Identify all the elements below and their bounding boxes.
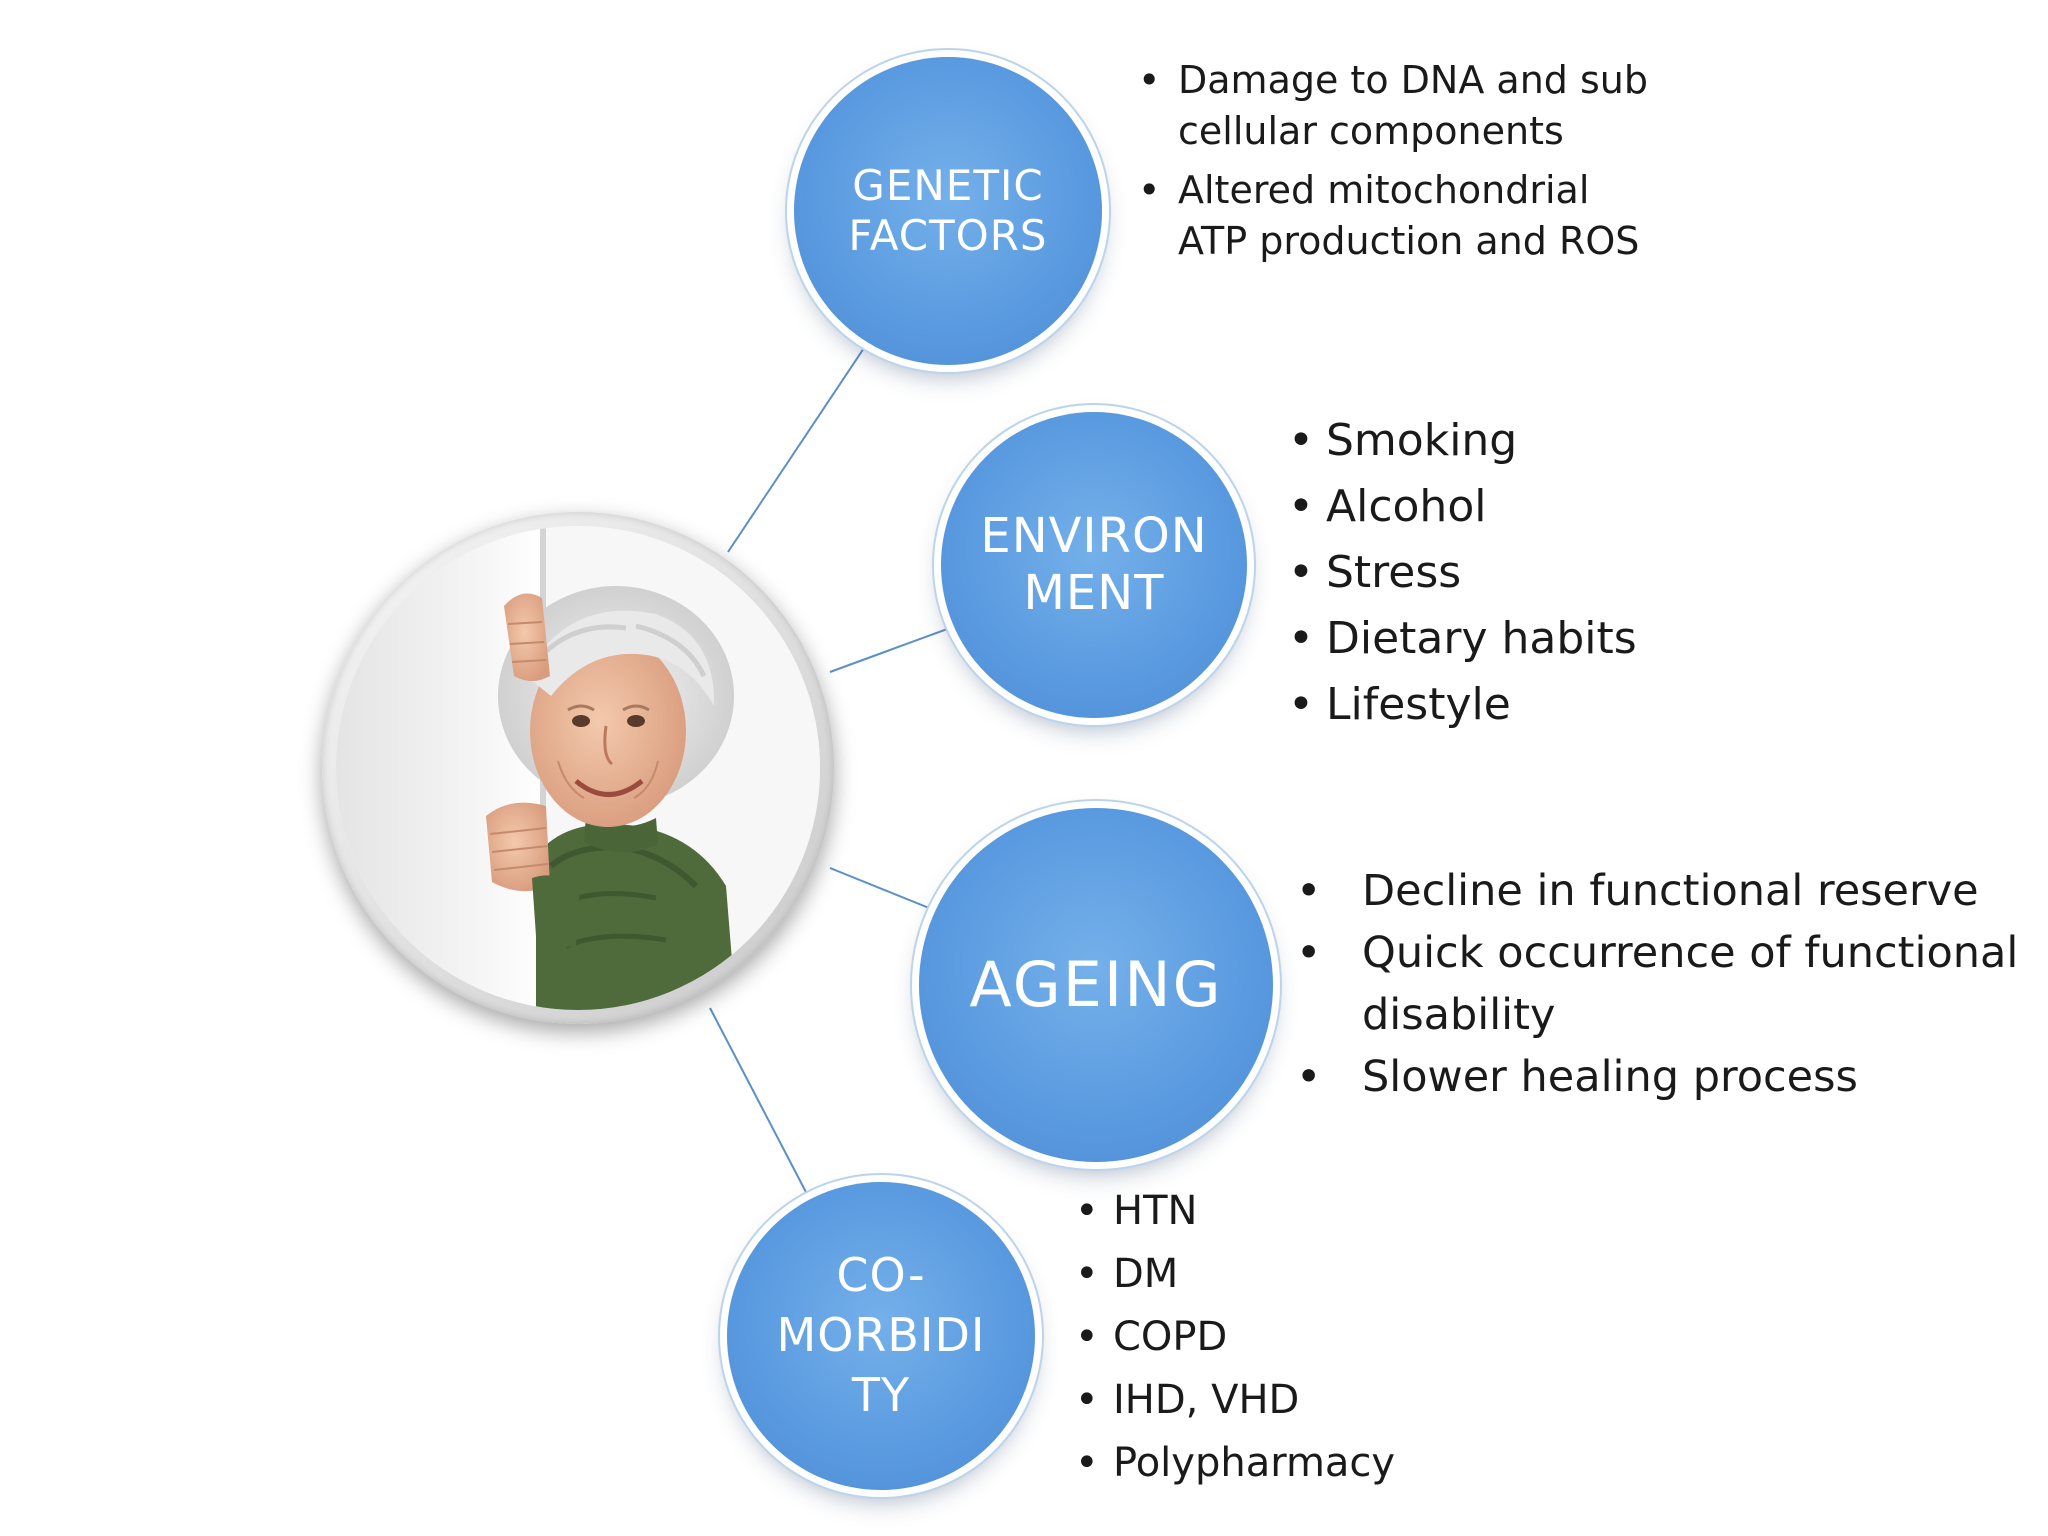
- list-item: •Dietary habits: [1288, 606, 1688, 672]
- list-item-text: IHD, VHD: [1113, 1377, 1300, 1423]
- node-label-line: ENVIRON: [980, 508, 1208, 565]
- comorbidity-bullet-list: • HTN • DM • COPD • IHD, VHD • Polypharmacy: [1075, 1180, 1475, 1495]
- bullet-dot-icon: •: [1075, 1188, 1099, 1234]
- connector-genetic: [727, 341, 869, 553]
- node-label-line: FACTORS: [848, 211, 1048, 260]
- bullet-dot-icon: •: [1075, 1440, 1099, 1486]
- list-item: • Altered mitochondrial ATP production an…: [1138, 165, 1658, 267]
- node-genetic-factors: GENETIC FACTORS: [794, 57, 1102, 365]
- node-genetic-factors-label: GENETIC FACTORS: [848, 161, 1047, 260]
- node-label-line: AGEING: [969, 948, 1223, 1022]
- environment-bullet-list: •Smoking •Alcohol •Stress •Dietary habit…: [1288, 408, 1688, 738]
- list-item: • HTN: [1075, 1180, 1475, 1243]
- list-item-text: Polypharmacy: [1113, 1440, 1396, 1486]
- elderly-woman-illustration: [336, 526, 820, 1010]
- connector-environment: [829, 627, 951, 673]
- bullet-dot-icon: •: [1138, 168, 1161, 212]
- list-item: • Quick occurrence of functional disabili…: [1296, 922, 2036, 1046]
- node-label-line: MENT: [1023, 565, 1165, 621]
- list-item: •Stress: [1288, 540, 1688, 606]
- list-item: •Lifestyle: [1288, 672, 1688, 738]
- node-environment-label: ENVIRON MENT: [980, 508, 1207, 621]
- bullet-dot-icon: •: [1296, 928, 1322, 978]
- bullet-dot-icon: •: [1288, 613, 1314, 664]
- node-comorbidity: CO- MORBIDI TY: [727, 1182, 1035, 1490]
- genetic-factors-bullet-list: • Damage to DNA and sub cellular componen…: [1138, 55, 1658, 275]
- list-item-text: Decline in functional reserve: [1362, 866, 1979, 916]
- list-item-text: Slower healing process: [1362, 1052, 1858, 1102]
- bullet-dot-icon: •: [1288, 547, 1314, 598]
- list-item: • Slower healing process: [1296, 1046, 2036, 1108]
- bullet-dot-icon: •: [1288, 415, 1314, 466]
- node-comorbidity-label: CO- MORBIDI TY: [777, 1246, 986, 1425]
- list-item-text: COPD: [1113, 1314, 1228, 1360]
- list-item: • Polypharmacy: [1075, 1432, 1475, 1495]
- list-item-text: HTN: [1113, 1188, 1198, 1234]
- node-label-line: GENETIC: [852, 161, 1044, 211]
- bullet-dot-icon: •: [1296, 866, 1322, 916]
- list-item-text: Stress: [1326, 547, 1462, 598]
- list-item-text: Smoking: [1326, 415, 1518, 466]
- bullet-dot-icon: •: [1296, 1052, 1322, 1102]
- list-item-text: DM: [1113, 1251, 1179, 1297]
- center-photo-frame: [322, 512, 834, 1024]
- bullet-dot-icon: •: [1288, 481, 1314, 532]
- list-item-text: Quick occurrence of functional disabilit…: [1362, 928, 2019, 1040]
- bullet-dot-icon: •: [1138, 58, 1161, 102]
- list-item-text: Lifestyle: [1326, 679, 1511, 730]
- list-item-text: Dietary habits: [1326, 613, 1637, 664]
- ageing-bullet-list: • Decline in functional reserve • Quick oc…: [1296, 860, 2036, 1108]
- list-item: • DM: [1075, 1243, 1475, 1306]
- node-ageing-label: AGEING: [969, 948, 1222, 1021]
- list-item: • Decline in functional reserve: [1296, 860, 2036, 922]
- list-item-text: Altered mitochondrial ATP production and…: [1178, 168, 1640, 263]
- node-label-line: MORBIDI: [776, 1308, 986, 1363]
- bullet-dot-icon: •: [1075, 1251, 1099, 1297]
- list-item: • COPD: [1075, 1306, 1475, 1369]
- node-label-line: CO-: [836, 1248, 926, 1303]
- bullet-dot-icon: •: [1075, 1377, 1099, 1423]
- list-item: •Smoking: [1288, 408, 1688, 474]
- list-item: • Damage to DNA and sub cellular componen…: [1138, 55, 1658, 157]
- node-environment: ENVIRON MENT: [941, 412, 1247, 718]
- list-item-text: Alcohol: [1326, 481, 1487, 532]
- bullet-dot-icon: •: [1288, 679, 1314, 730]
- list-item: • IHD, VHD: [1075, 1369, 1475, 1432]
- list-item: •Alcohol: [1288, 474, 1688, 540]
- node-ageing: AGEING: [919, 808, 1273, 1162]
- node-label-line: TY: [851, 1367, 911, 1422]
- list-item-text: Damage to DNA and sub cellular component…: [1178, 58, 1648, 153]
- connector-ageing: [829, 867, 935, 911]
- bullet-dot-icon: •: [1075, 1314, 1099, 1360]
- elderly-woman-photo: [336, 526, 820, 1010]
- connector-comorbidity: [709, 1007, 809, 1197]
